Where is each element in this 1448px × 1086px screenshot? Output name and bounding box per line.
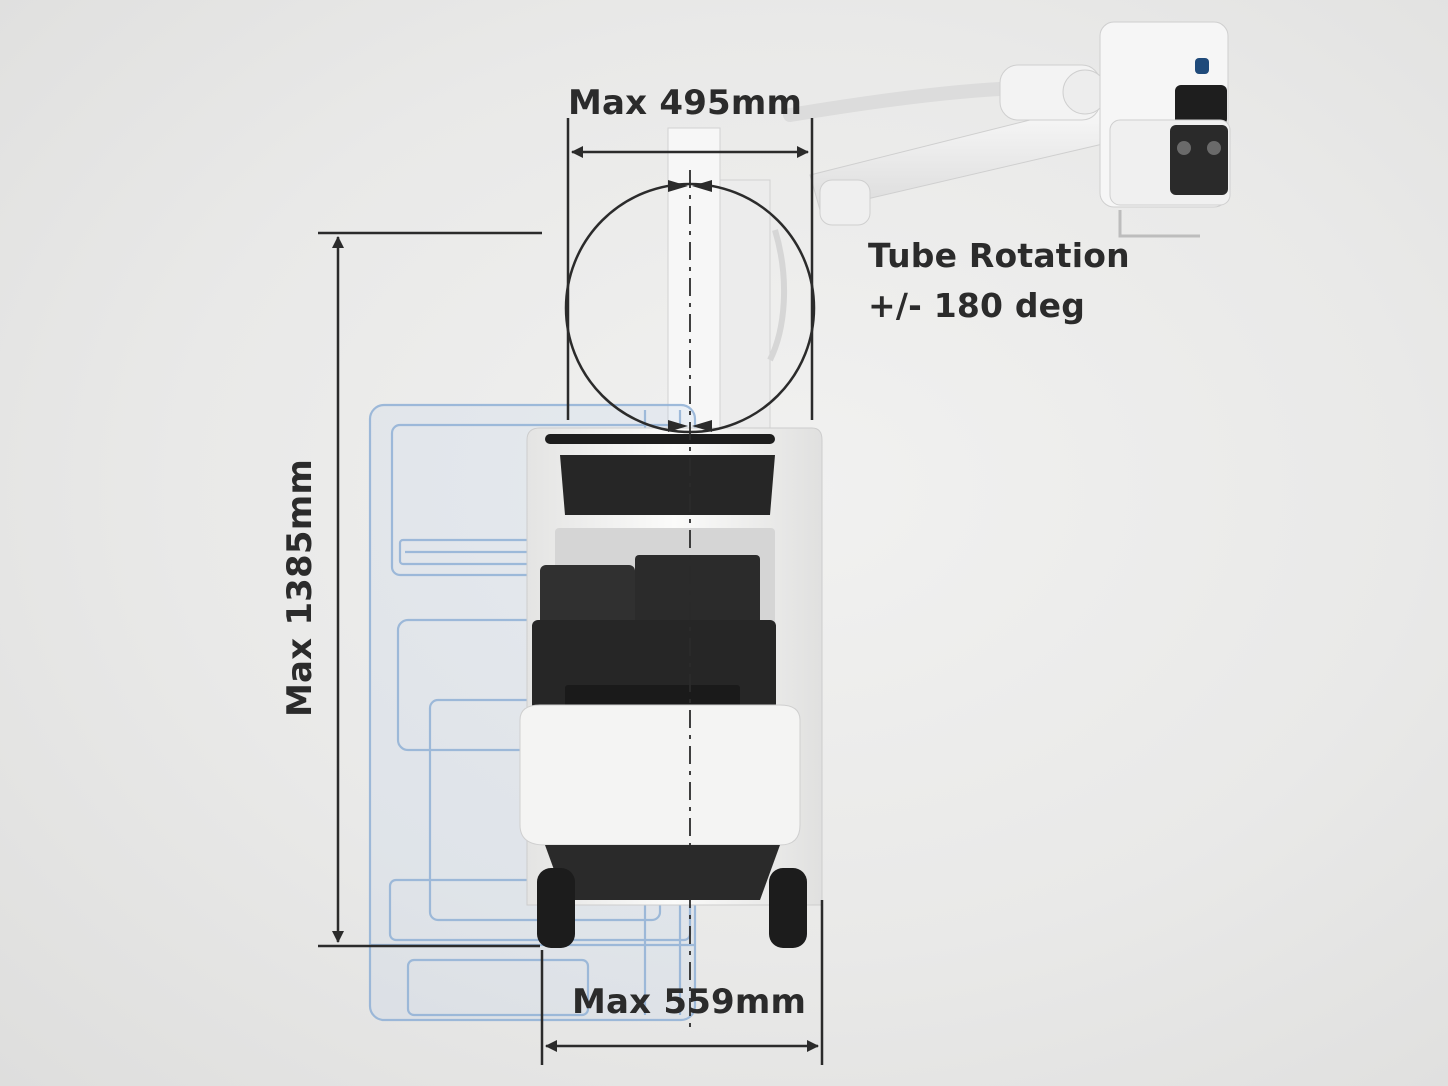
tube-arm (783, 64, 1121, 226)
wheels (537, 868, 807, 948)
width-top-label: Max 495mm (568, 83, 803, 123)
tube-rotation-title: Tube Rotation (868, 236, 1130, 275)
tube-head (1099, 21, 1231, 238)
axis-arrowheads (668, 180, 712, 432)
column (667, 127, 788, 436)
width-bottom-label: Max 559mm (572, 982, 807, 1022)
cart-body (519, 427, 823, 906)
tube-rotation-range: +/- 180 deg (868, 286, 1086, 325)
dimension-lines (318, 118, 824, 1065)
height-label: Max 1385mm (280, 458, 320, 718)
